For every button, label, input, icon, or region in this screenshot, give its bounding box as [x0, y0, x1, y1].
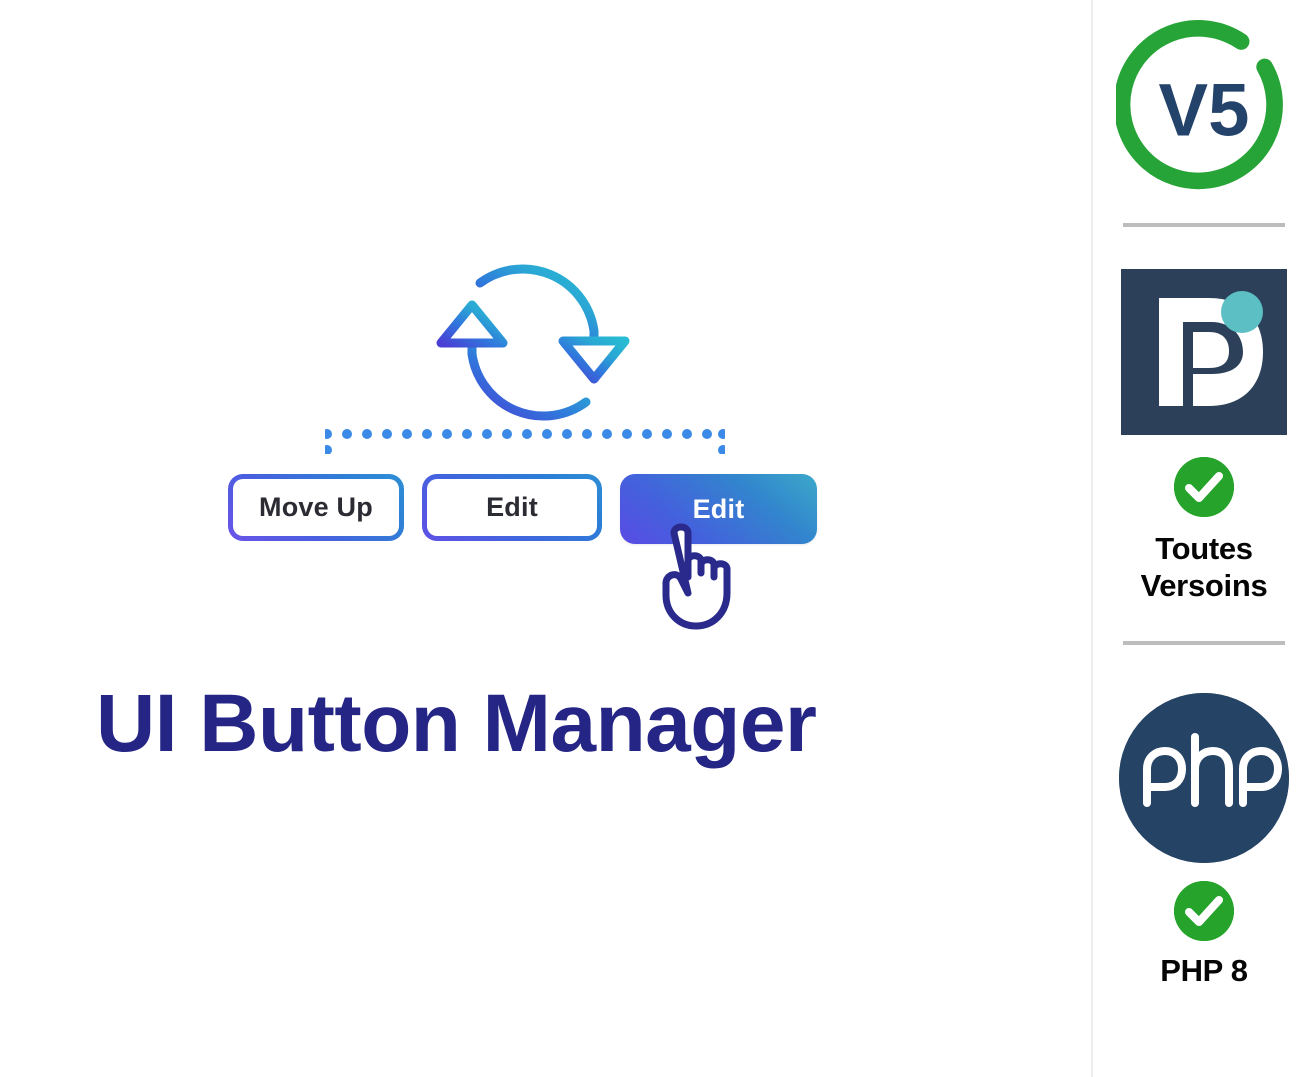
edit-button-outline-label: Edit — [486, 492, 538, 522]
dolibarr-caption-line1: Toutes — [1155, 531, 1253, 566]
green-check-icon — [1174, 457, 1234, 517]
move-up-button-label: Move Up — [259, 492, 373, 522]
dotted-connector-line — [322, 424, 728, 455]
sidebar-divider-2 — [1123, 641, 1285, 646]
php-badge: PHP 8 — [1093, 693, 1315, 990]
main-content-area: Move Up Edit Edit UI Button Manager — [96, 255, 817, 769]
v5-label: V5 — [1159, 68, 1250, 151]
badge-sidebar: V5 — [1093, 0, 1315, 1077]
sidebar-divider-1 — [1123, 223, 1285, 227]
php-badge-caption: PHP 8 — [1160, 953, 1248, 989]
v5-circle-icon: V5 — [1113, 20, 1292, 201]
sidebar-vertical-divider — [1091, 0, 1094, 1077]
edit-button-outline[interactable]: Edit — [422, 474, 602, 541]
sync-refresh-icon — [418, 255, 648, 430]
move-up-button[interactable]: Move Up — [228, 474, 404, 541]
dolibarr-caption-line2: Versoins — [1140, 567, 1268, 603]
accent-dot-icon — [1221, 291, 1263, 333]
version-badge: V5 — [1093, 20, 1315, 201]
dolibarr-badge-caption: Toutes Versoins — [1141, 531, 1268, 604]
edit-button-filled-label: Edit — [692, 493, 745, 524]
php-logo-icon — [1119, 693, 1289, 864]
button-row: Move Up Edit Edit — [228, 474, 817, 544]
page-title: UI Button Manager — [96, 678, 817, 769]
dolibarr-d-logo-icon — [1121, 269, 1287, 435]
hero-illustration: Move Up Edit Edit UI Button Manager — [96, 255, 817, 769]
green-check-icon — [1174, 881, 1234, 942]
dolibarr-badge: Toutes Versoins — [1093, 269, 1315, 604]
edit-button-filled[interactable]: Edit — [620, 474, 817, 544]
